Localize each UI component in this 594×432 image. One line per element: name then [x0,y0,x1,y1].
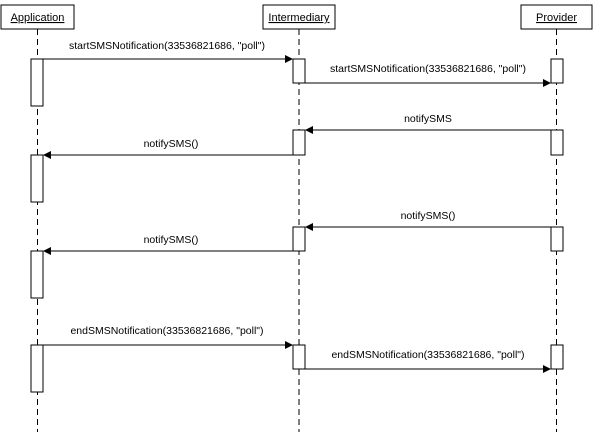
message-8-label: endSMSNotification(33536821686, "poll") [331,349,524,361]
message-6-arrowhead [43,247,51,255]
message-4-label: notifySMS() [144,138,199,150]
activation-intermediary-1 [292,58,306,84]
activation-provider-2 [550,129,564,156]
message-3-arrowhead [305,126,313,134]
activation-provider-3 [550,226,564,252]
message-7: endSMSNotification(33536821686, "poll") [43,325,293,349]
lifeline-application-box [0,4,75,30]
message-5-label: notifySMS() [401,210,456,222]
message-2-label: startSMSNotification(33536821686, "poll"… [330,63,526,75]
message-8-arrowhead [543,365,551,373]
activation-intermediary-2 [292,129,306,156]
activation-application-1 [30,58,44,107]
message-7-arrowhead [285,341,293,349]
message-1: startSMSNotification(33536821686, "poll"… [43,40,293,63]
message-3-label: notifySMS [404,113,452,125]
activation-intermediary-3 [292,226,306,252]
activation-provider-4 [550,344,564,370]
message-2-arrowhead [543,79,551,87]
lifeline-intermediary-box [262,4,336,30]
message-5: notifySMS() [305,210,551,231]
message-6-label: notifySMS() [144,234,199,246]
message-4-arrowhead [43,151,51,159]
lifeline-application-label: Application [11,12,65,24]
activation-application-2 [30,154,44,203]
message-1-arrowhead [285,55,293,63]
lifeline-intermediary-label: Intermediary [268,12,330,24]
message-8: endSMSNotification(33536821686, "poll") [305,349,551,373]
activation-provider-1 [550,58,564,84]
message-7-label: endSMSNotification(33536821686, "poll") [70,325,263,337]
message-5-arrowhead [305,223,313,231]
message-2: startSMSNotification(33536821686, "poll"… [305,63,551,87]
message-6: notifySMS() [43,234,293,255]
activation-intermediary-4 [292,344,306,370]
lifeline-provider-label: Provider [536,12,577,24]
message-3: notifySMS [305,113,551,134]
activation-application-3 [30,250,44,299]
message-4: notifySMS() [43,138,293,159]
activation-application-4 [30,344,44,393]
message-1-label: startSMSNotification(33536821686, "poll"… [69,40,265,52]
